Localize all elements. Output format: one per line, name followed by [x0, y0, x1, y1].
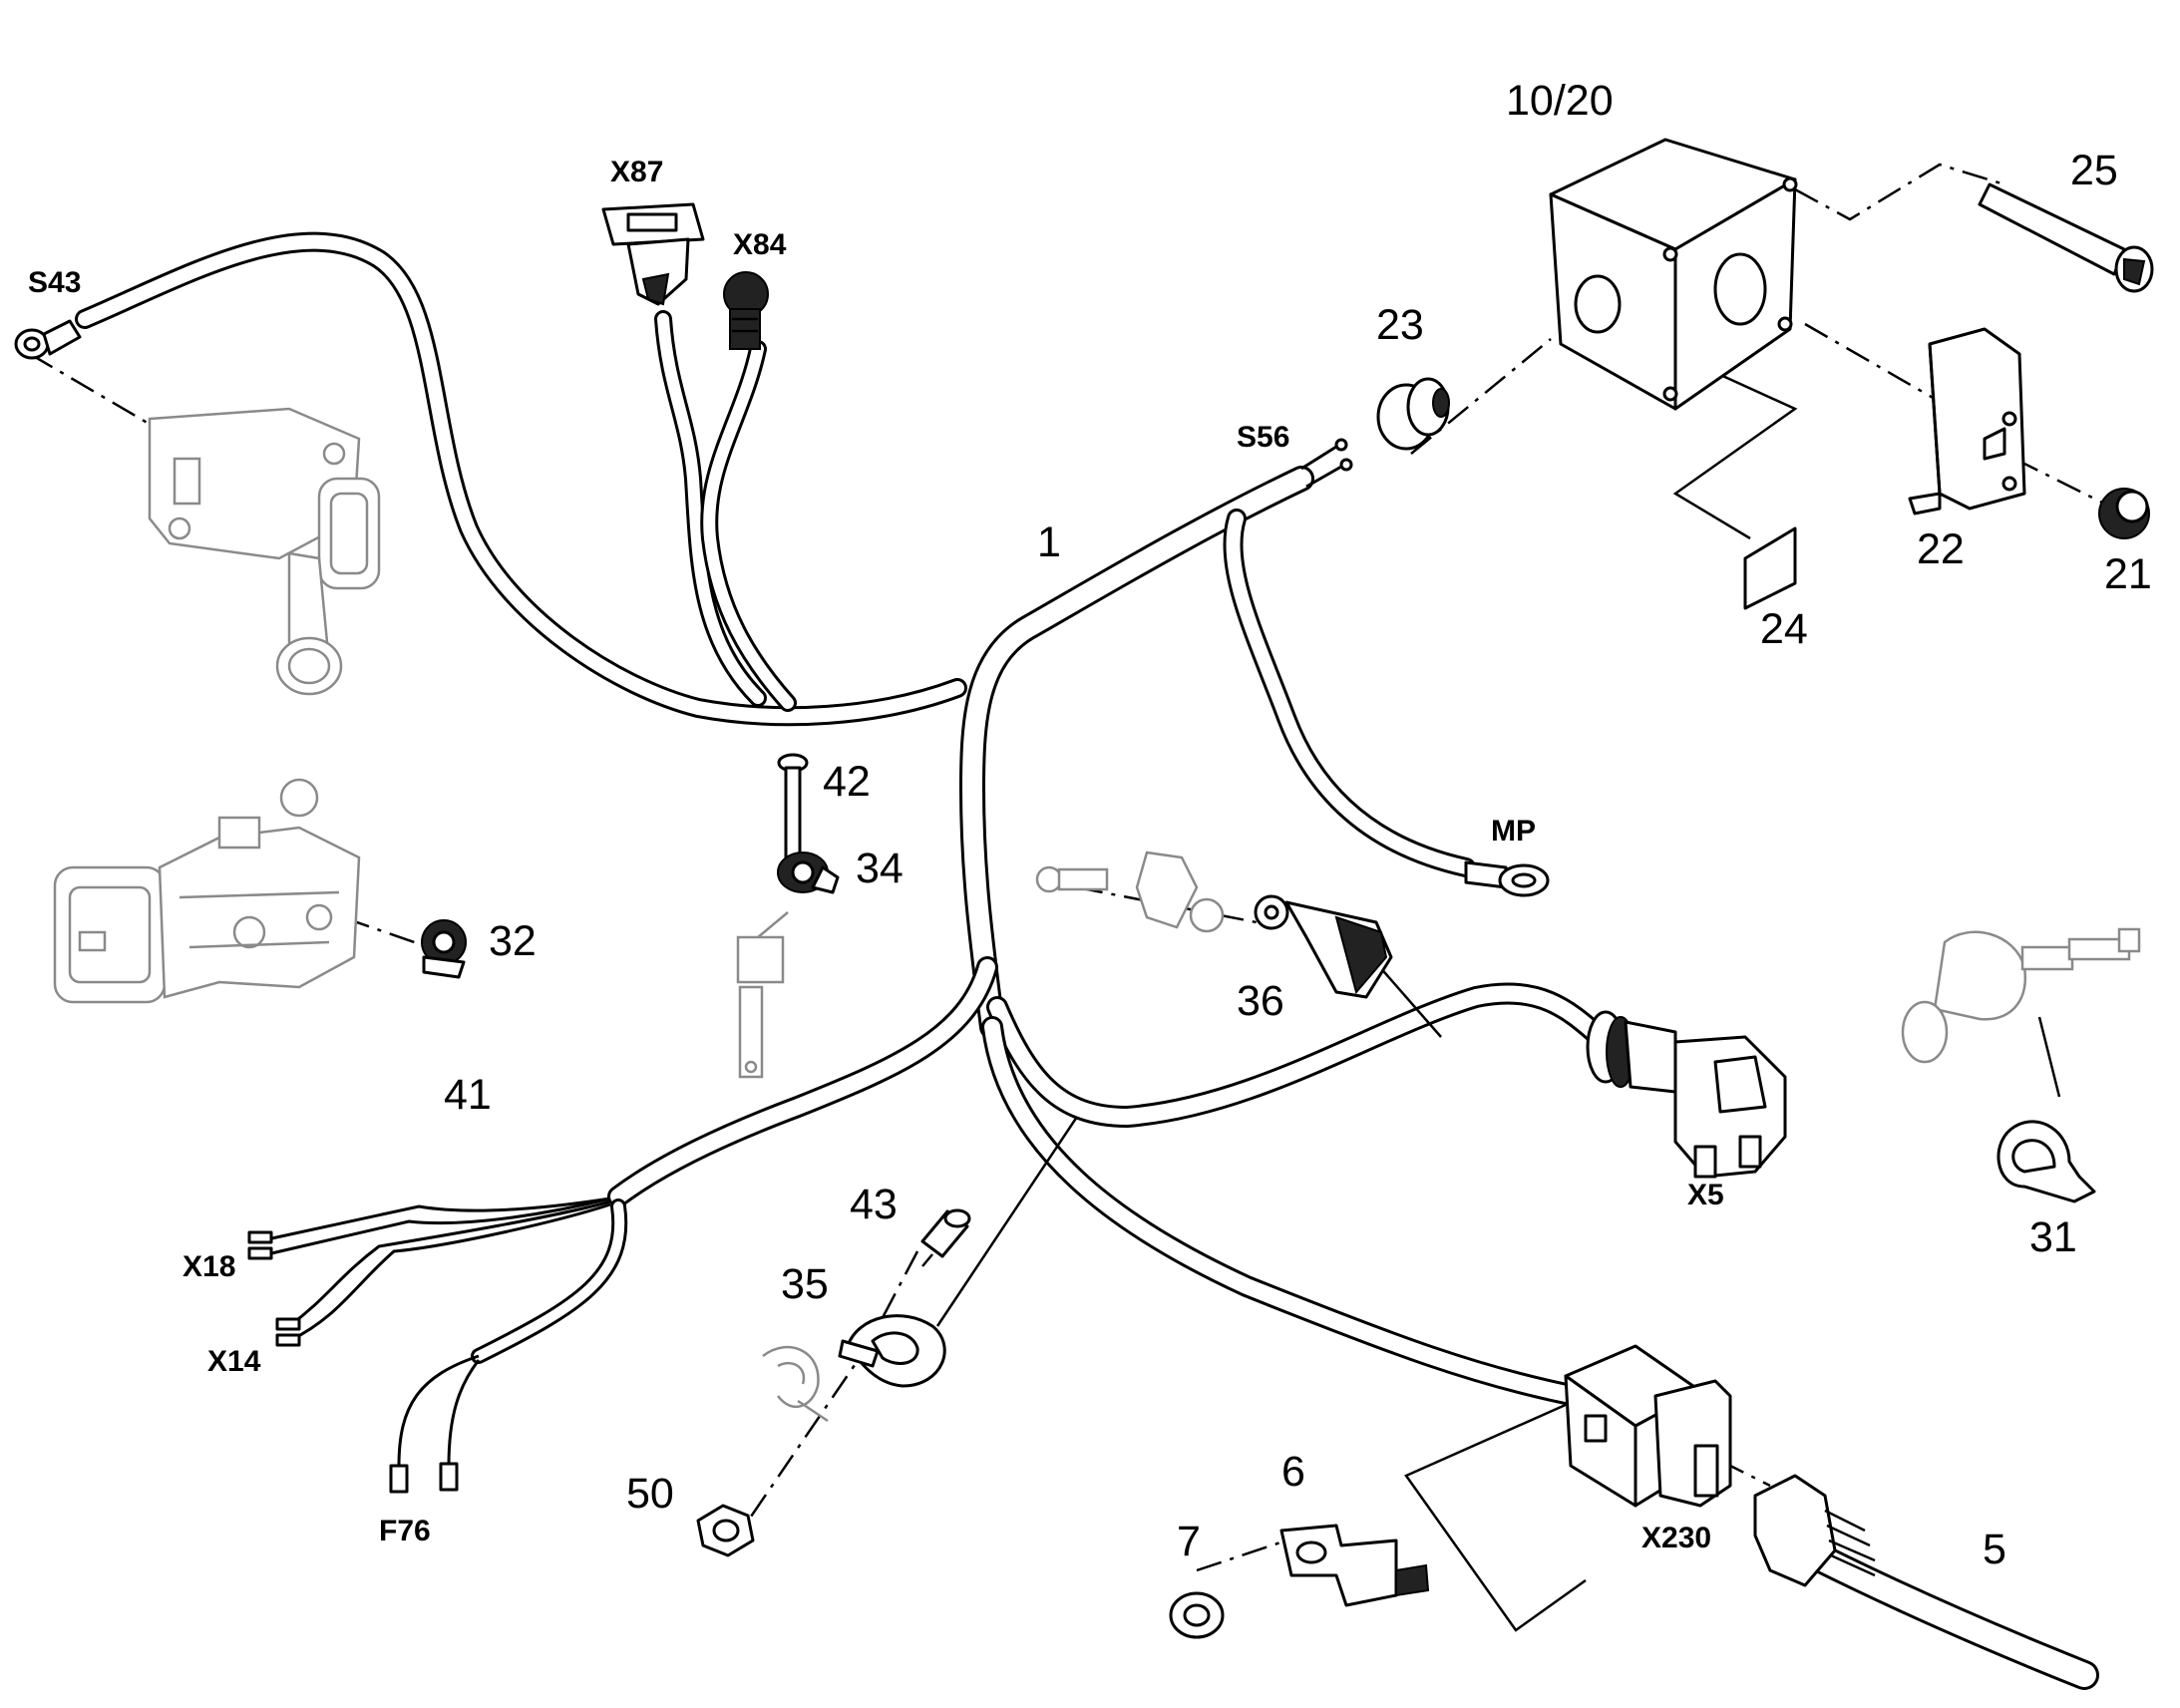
label-part-32: 32 — [489, 917, 537, 965]
label-24 — [1743, 526, 1797, 610]
connector-code-labels: S43 X87 X84 S56 MP X5 X18 X14 F76 X230 — [28, 156, 1724, 1554]
label-x5: X5 — [1687, 1179, 1724, 1211]
label-s56: S56 — [1237, 421, 1289, 454]
label-x87: X87 — [610, 156, 663, 188]
cable-x5 — [986, 982, 1617, 1128]
control-box-10-20 — [1549, 138, 1798, 411]
clamp-36 — [1254, 894, 1393, 999]
label-part-41: 41 — [444, 1071, 492, 1119]
screw-43 — [920, 1208, 971, 1267]
label-part-24: 24 — [1760, 605, 1808, 653]
bracket-ghost — [736, 911, 789, 1079]
label-part-35: 35 — [781, 1260, 829, 1308]
mounting-bracket-22 — [1908, 327, 2026, 515]
clamp-34 — [777, 852, 840, 894]
label-part-42: 42 — [823, 758, 871, 806]
label-part-36: 36 — [1237, 977, 1284, 1025]
s43-ring-terminal — [14, 319, 82, 360]
heater-unit-ghost — [53, 778, 361, 1004]
heater-valve-ghost — [148, 407, 381, 696]
label-part-43: 43 — [850, 1181, 898, 1228]
bolt-42 — [777, 753, 809, 859]
part-number-labels: 1 5 6 7 10/20 21 22 23 24 25 31 32 34 35… — [444, 77, 2152, 1573]
harness-cables — [75, 231, 2099, 1690]
push-switch-ghost — [1901, 927, 2141, 1064]
mp-ring-terminal — [1464, 860, 1550, 897]
part-36-ghost — [1035, 851, 1225, 933]
ground-strap-6 — [1279, 1524, 1430, 1607]
clamp-35 — [838, 1314, 946, 1388]
label-f76: F76 — [379, 1515, 431, 1547]
label-mp: MP — [1491, 815, 1536, 848]
bolt-25 — [1978, 182, 2154, 293]
clamp-32 — [421, 919, 467, 979]
x5-connector — [1586, 1010, 1787, 1179]
label-x18: X18 — [182, 1250, 235, 1283]
label-part-1: 1 — [1037, 518, 1061, 566]
grommet-21 — [2098, 488, 2150, 539]
label-x14: X14 — [207, 1345, 261, 1378]
label-x84: X84 — [733, 228, 787, 261]
label-part-25: 25 — [2070, 147, 2118, 194]
washer-7 — [1169, 1591, 1225, 1639]
x84-connector — [723, 271, 769, 350]
x230-connector — [1564, 1344, 1732, 1508]
label-part-10-20: 10/20 — [1506, 77, 1614, 125]
label-part-50: 50 — [626, 1470, 674, 1518]
clamp-31 — [1997, 1120, 2096, 1203]
thin-wires — [247, 438, 1353, 1494]
grommet-23 — [1376, 377, 1450, 451]
label-part-6: 6 — [1281, 1448, 1305, 1496]
label-part-7: 7 — [1177, 1518, 1201, 1565]
label-part-5: 5 — [1983, 1526, 2006, 1573]
x87-connector — [601, 202, 705, 306]
label-part-23: 23 — [1376, 301, 1424, 349]
leader-lines — [29, 163, 2115, 1632]
label-s43: S43 — [28, 266, 81, 299]
label-part-21: 21 — [2104, 550, 2152, 598]
label-x230: X230 — [1641, 1522, 1711, 1554]
label-part-22: 22 — [1917, 525, 1965, 573]
part-35-ghost — [762, 1345, 829, 1423]
x230-mating-plug — [1753, 1474, 1876, 1587]
nut-50 — [696, 1504, 755, 1557]
label-part-31: 31 — [2029, 1213, 2077, 1261]
label-part-34: 34 — [856, 845, 904, 892]
